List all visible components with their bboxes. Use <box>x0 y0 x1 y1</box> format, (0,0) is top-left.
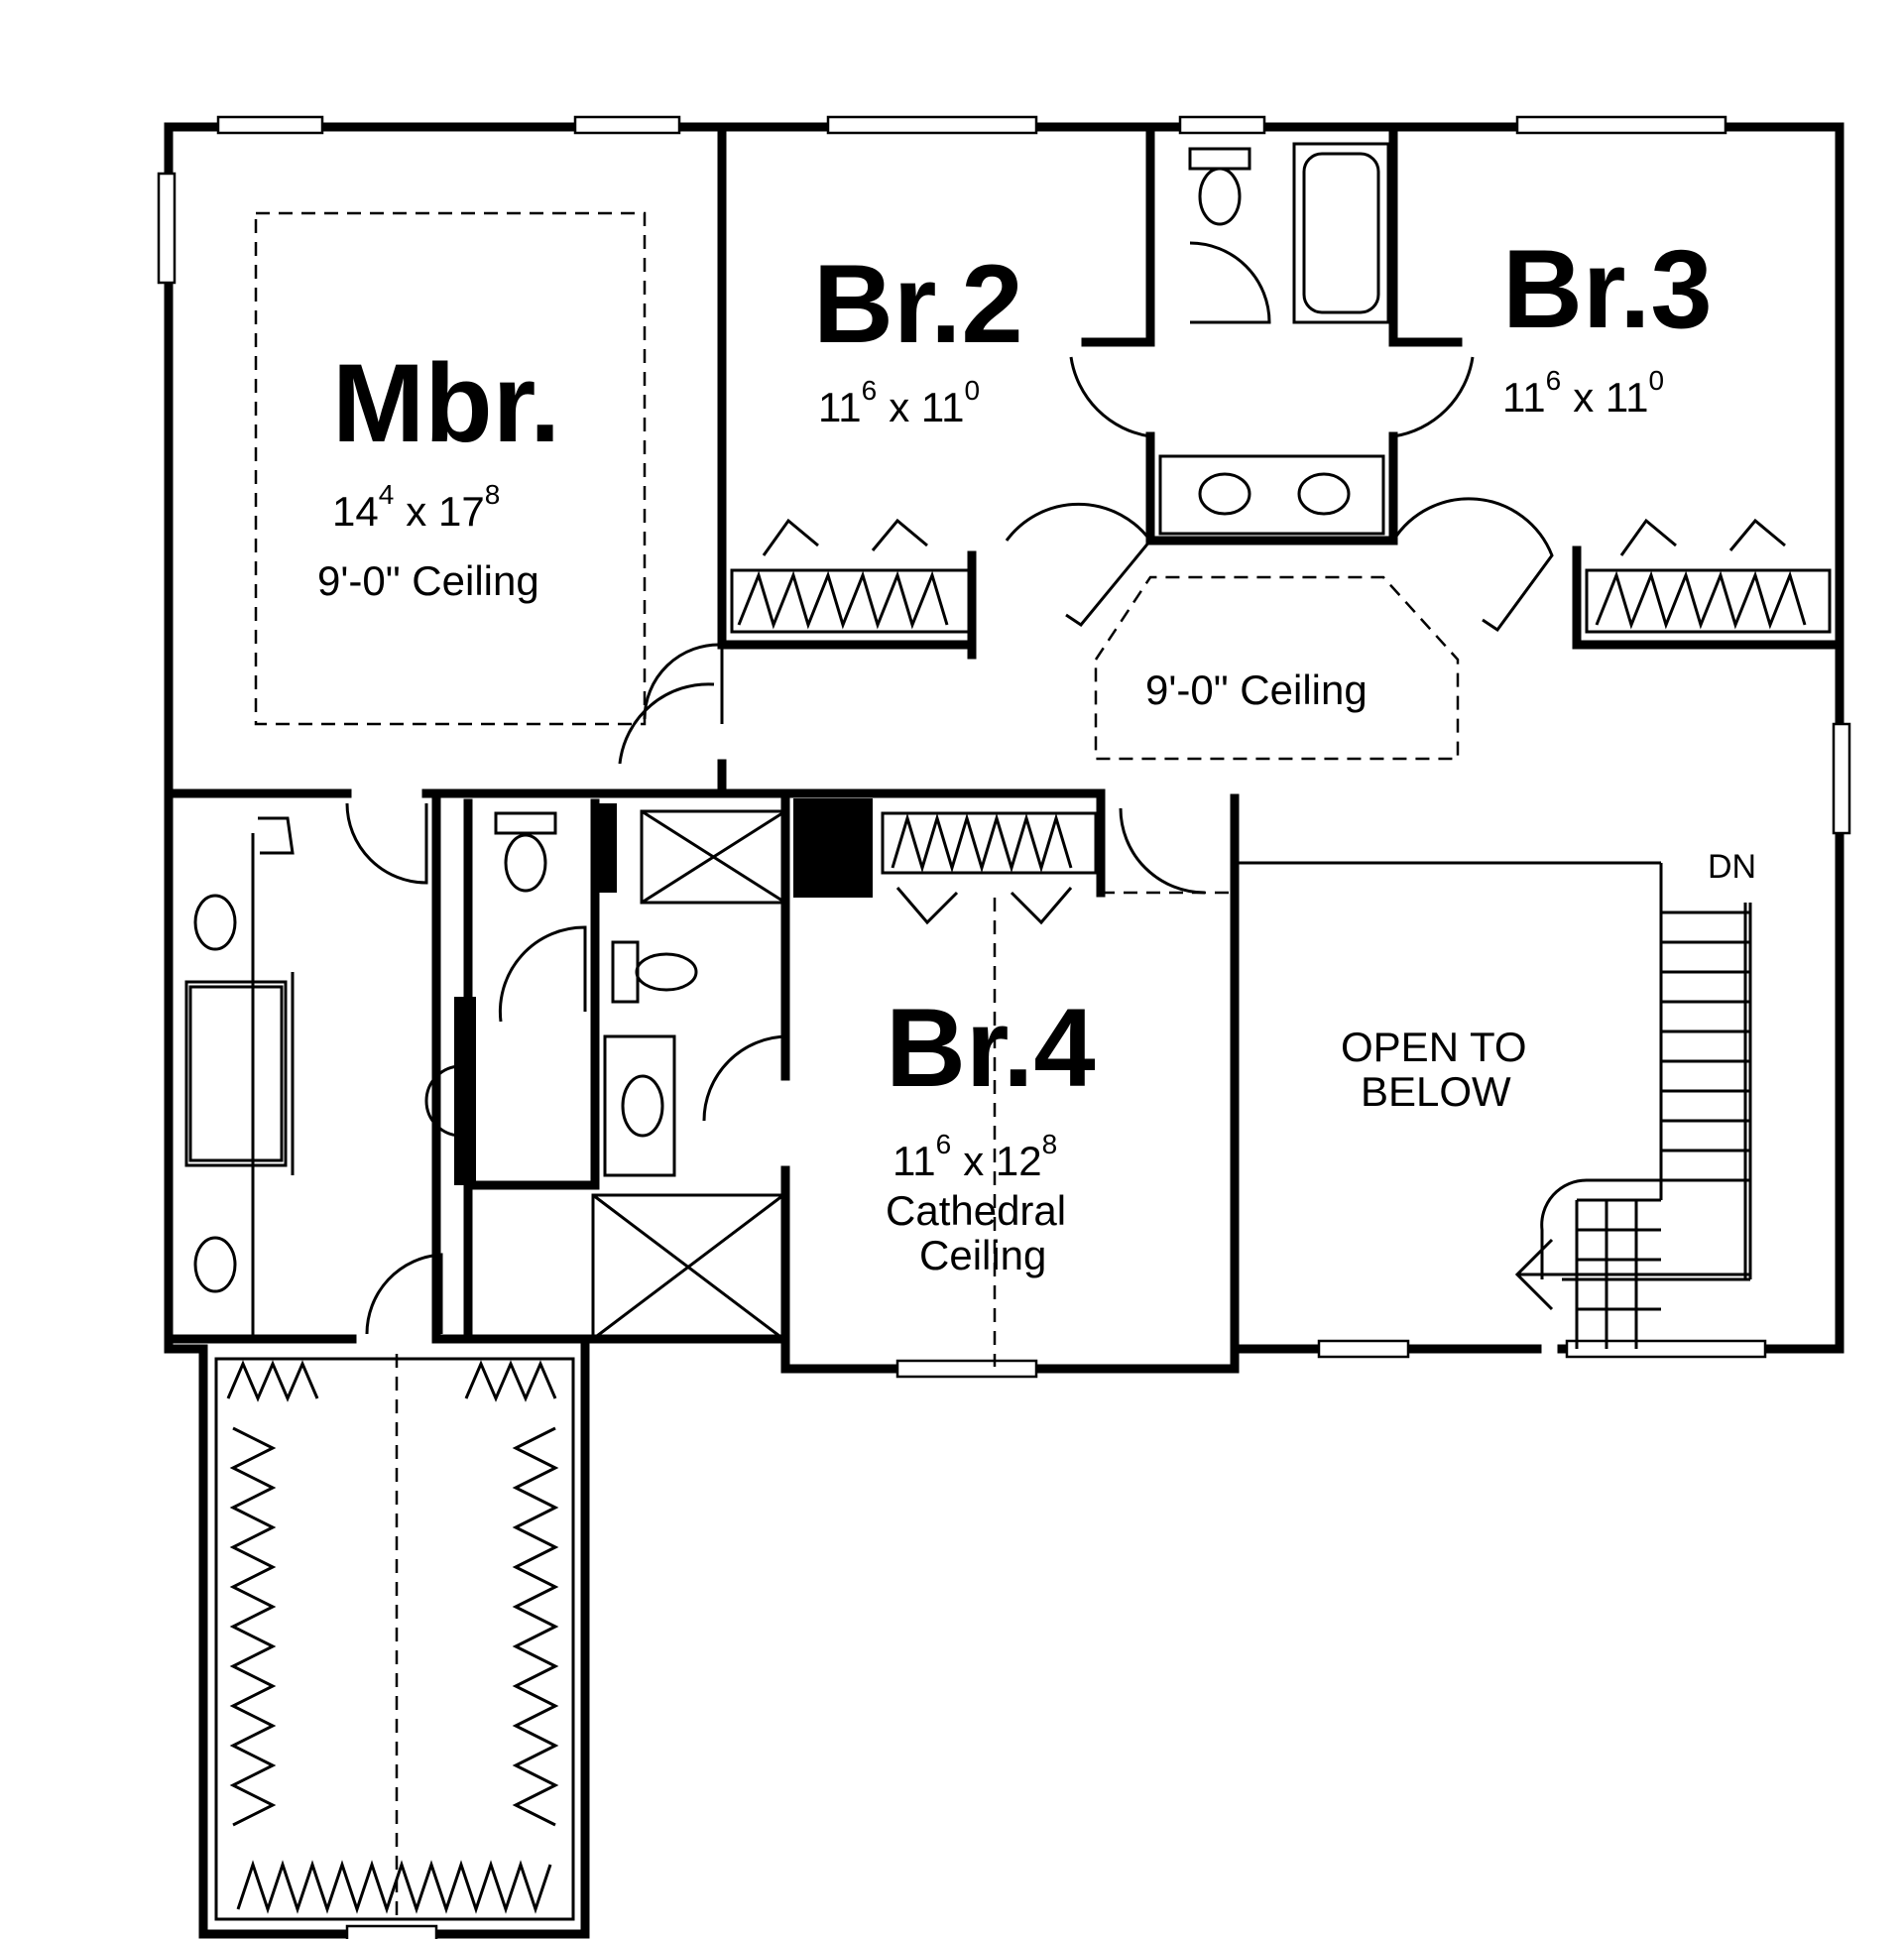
closet-br2 <box>730 518 972 634</box>
linen-label: Lin <box>805 796 850 834</box>
master-bath <box>184 816 295 1339</box>
closet-br3 <box>1585 518 1832 634</box>
open-to-below-line1: OPEN TO <box>1341 1024 1527 1070</box>
br4-name: Br.4 <box>886 986 1096 1110</box>
stairs-down-label: DN <box>1708 848 1756 886</box>
br4-ceiling-line2: Ceiling <box>919 1232 1046 1278</box>
mbr-name: Mbr. <box>332 341 560 465</box>
br4-ceiling-line1: Cathedral <box>886 1187 1066 1234</box>
doors <box>345 241 1554 1335</box>
mbr-ceiling-outline <box>254 211 647 726</box>
open-to-below-line2: BELOW <box>1361 1068 1511 1115</box>
hall-ceiling: 9'-0" Ceiling <box>1145 667 1368 713</box>
closet-br4 <box>881 811 1098 925</box>
walk-in-closet <box>214 1354 575 1921</box>
stairs <box>1235 861 1752 1349</box>
mbr-ceiling: 9'-0" Ceiling <box>317 557 539 604</box>
br3-name: Br.3 <box>1502 227 1713 351</box>
fixtures <box>454 142 1390 1341</box>
hall-ceiling-outline <box>1094 575 1460 761</box>
windows <box>157 115 1851 1939</box>
br2-name: Br.2 <box>813 242 1023 366</box>
